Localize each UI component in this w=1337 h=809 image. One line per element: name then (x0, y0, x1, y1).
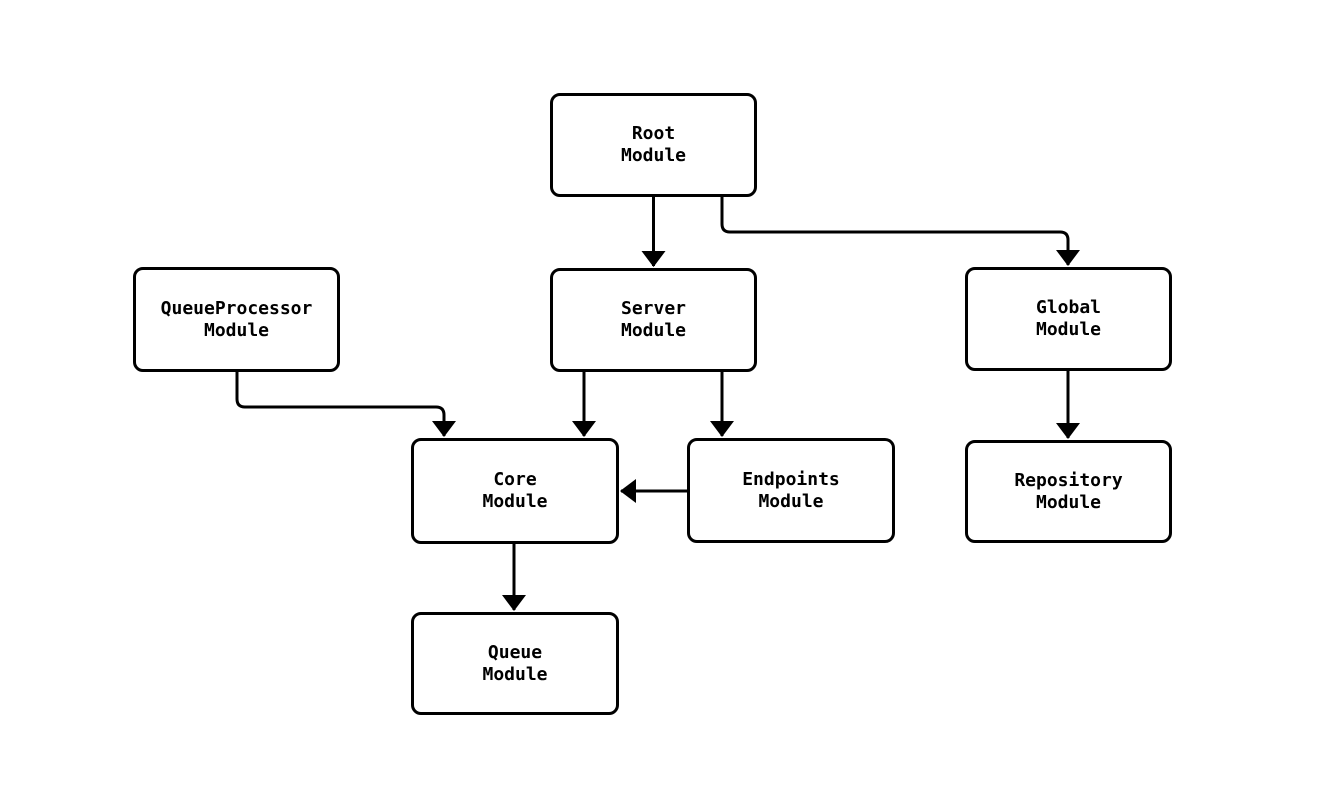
node-root-module-label: Root Module (620, 123, 687, 166)
node-root-module: Root Module (550, 93, 757, 197)
node-server-module-label: Server Module (620, 298, 687, 341)
node-endpoints-module: Endpoints Module (687, 438, 895, 543)
node-server-module: Server Module (550, 268, 757, 372)
node-global-module-label: Global Module (1035, 297, 1102, 340)
node-queue-module: Queue Module (411, 612, 619, 715)
node-queueprocessor-module: QueueProcessor Module (133, 267, 340, 372)
node-core-module: Core Module (411, 438, 619, 544)
node-queue-module-label: Queue Module (482, 641, 548, 685)
node-core-module-label: Core Module (482, 469, 548, 512)
edge-root-to-global (720, 197, 1080, 266)
node-repository-module-label: Repository Module (1014, 469, 1123, 513)
node-repository-module: Repository Module (965, 440, 1172, 543)
node-global-module: Global Module (965, 267, 1172, 371)
node-endpoints-module-label: Endpoints Module (742, 468, 840, 512)
edge-queueprocessor-to-core (235, 372, 456, 437)
node-queueprocessor-module-label: QueueProcessor Module (160, 297, 313, 341)
